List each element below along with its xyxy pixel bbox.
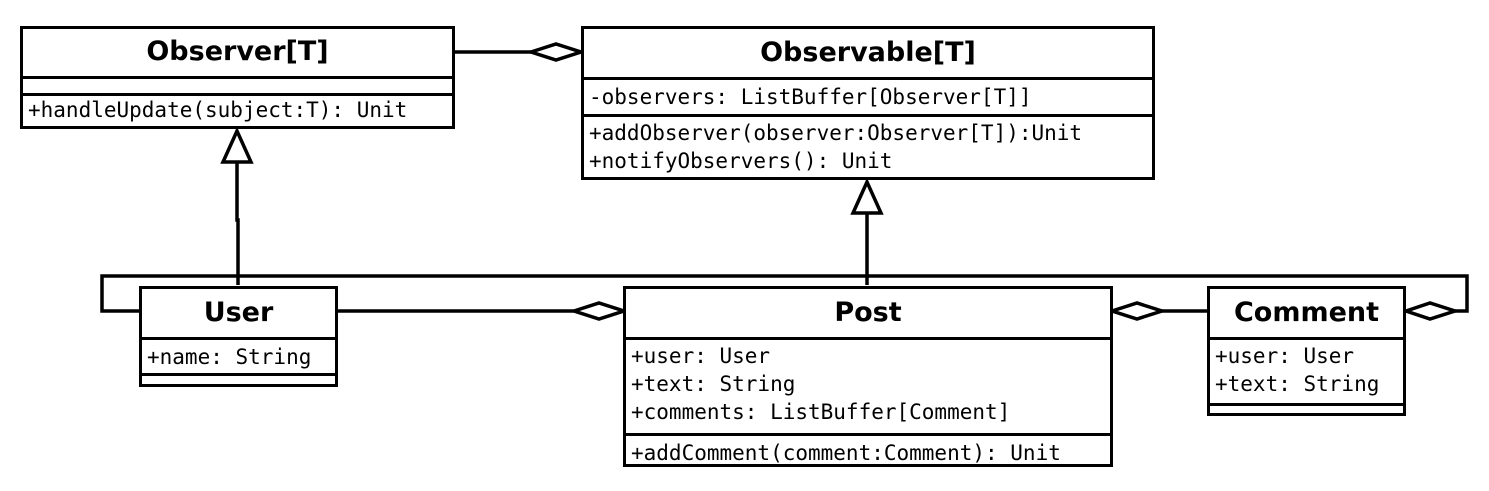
attribute: +name: String (147, 345, 312, 369)
attribute: +user: User (631, 344, 771, 368)
attribute: +text: String (1215, 372, 1380, 396)
class-observable-attributes: -observers: ListBuffer[Observer[T]] (584, 80, 1152, 117)
method: +addObserver(observer:Observer[T]):Unit (589, 121, 1083, 145)
class-observable[interactable]: Observable[T] -observers: ListBuffer[Obs… (581, 26, 1155, 180)
class-post-methods: +addComment(comment:Comment): Unit (626, 436, 1110, 469)
class-post-name: Post (626, 289, 1110, 340)
class-post-attributes: +user: User +text: String +comments: Lis… (626, 340, 1110, 436)
class-observable-name: Observable[T] (584, 29, 1152, 80)
post-user-aggregation-diamond (568, 301, 630, 321)
post-comment-aggregation-diamond (1106, 301, 1168, 321)
class-comment-attributes: +user: User +text: String (1210, 340, 1403, 406)
method: +notifyObservers(): Unit (589, 149, 893, 173)
class-user-attributes: +name: String (142, 340, 335, 376)
class-user[interactable]: User +name: String (139, 286, 338, 387)
class-comment[interactable]: Comment +user: User +text: String (1207, 286, 1406, 416)
user-comment-aggregation-line (100, 274, 1469, 313)
attribute: +comments: ListBuffer[Comment] (631, 400, 1011, 424)
method: +addComment(comment:Comment): Unit (631, 441, 1061, 465)
class-observable-methods: +addObserver(observer:Observer[T]):Unit … (584, 117, 1152, 177)
class-post[interactable]: Post +user: User +text: String +comments… (623, 286, 1113, 467)
user-observer-generalization-line (235, 162, 240, 285)
attribute: +user: User (1215, 344, 1355, 368)
comment-user-aggregation-diamond (1400, 301, 1461, 321)
class-observer[interactable]: Observer[T] +handleUpdate(subject:T): Un… (20, 26, 455, 129)
class-observer-name: Observer[T] (23, 29, 452, 79)
class-observer-methods: +handleUpdate(subject:T): Unit (23, 96, 452, 126)
class-comment-name: Comment (1210, 289, 1403, 340)
attribute: +text: String (631, 372, 796, 396)
method: +handleUpdate(subject:T): Unit (28, 98, 408, 122)
observer-inheritance-triangle (220, 126, 254, 164)
class-user-name: User (142, 289, 335, 340)
observable-aggregation-diamond (525, 42, 587, 62)
class-observer-attributes (23, 79, 452, 96)
observable-inheritance-triangle (850, 177, 884, 215)
attribute: -observers: ListBuffer[Observer[T]] (589, 85, 1032, 109)
